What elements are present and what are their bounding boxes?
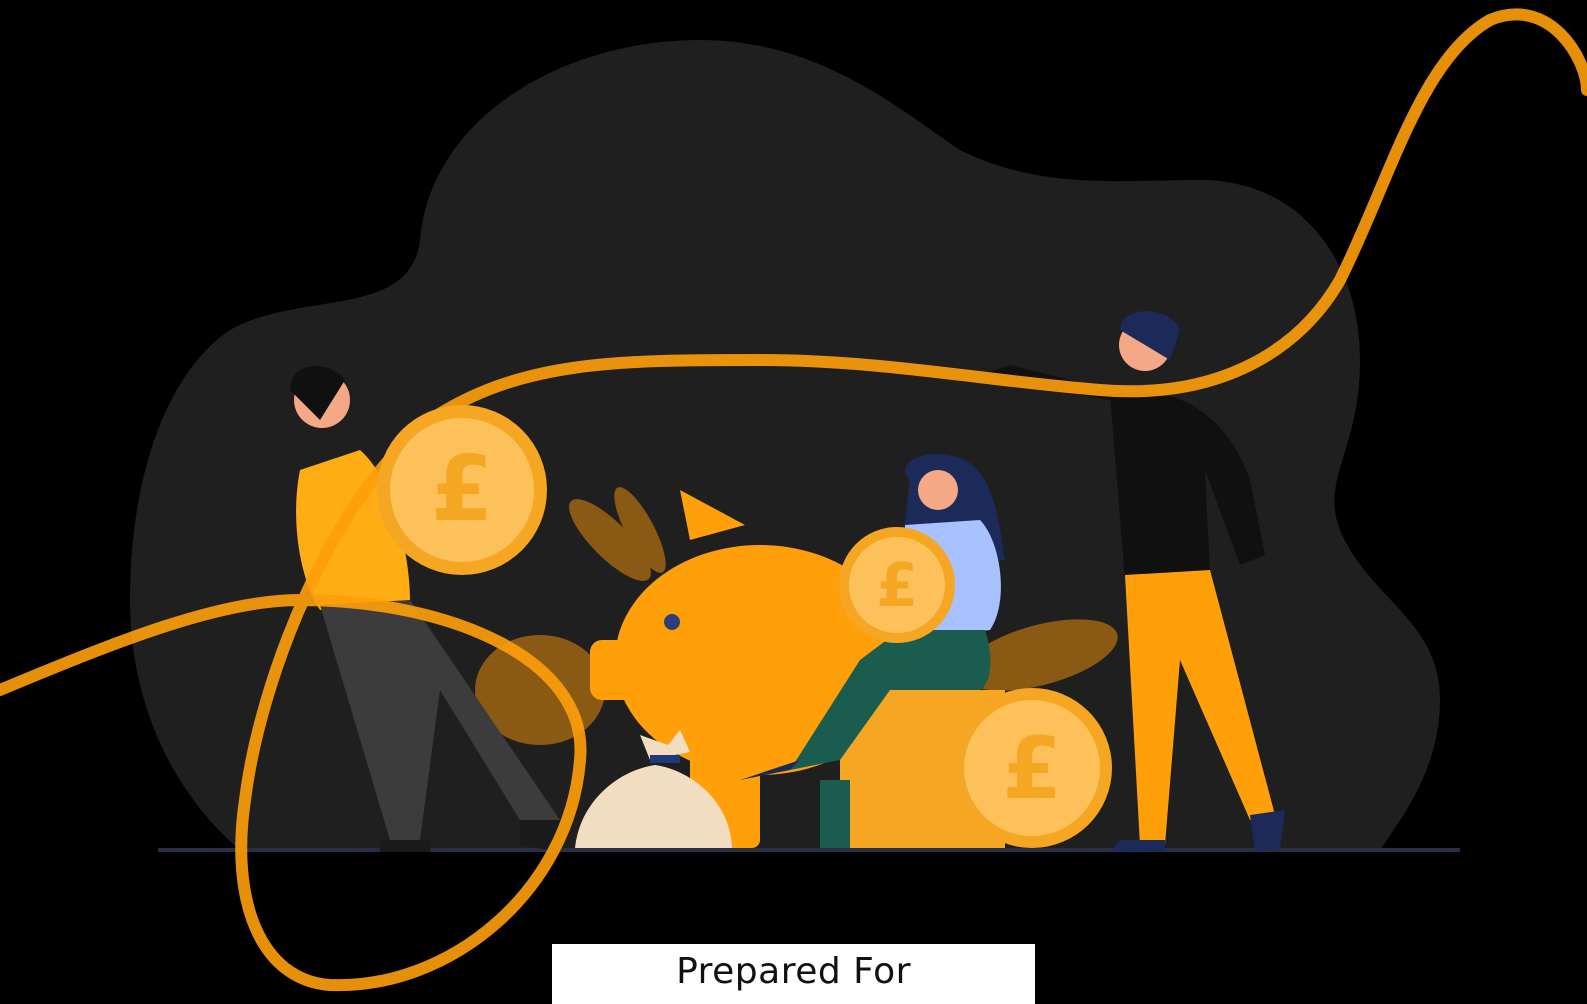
coin-symbol-label: £: [431, 437, 494, 542]
plant-leaves-icon: [475, 487, 1118, 745]
coin-symbol-label: £: [876, 551, 918, 621]
money-bag-icon: [575, 730, 732, 848]
pound-coin-icon: £: [952, 688, 1112, 848]
man-right-figure: [990, 311, 1285, 852]
orange-loop-line: [0, 8, 1587, 992]
prepared-for-card: Prepared For: [552, 944, 1035, 1004]
prepared-for-label: Prepared For: [676, 951, 911, 992]
pound-coin-icon: £: [839, 527, 955, 643]
pound-coin-icon: £: [377, 405, 547, 575]
coin-symbol-label: £: [1002, 719, 1062, 819]
